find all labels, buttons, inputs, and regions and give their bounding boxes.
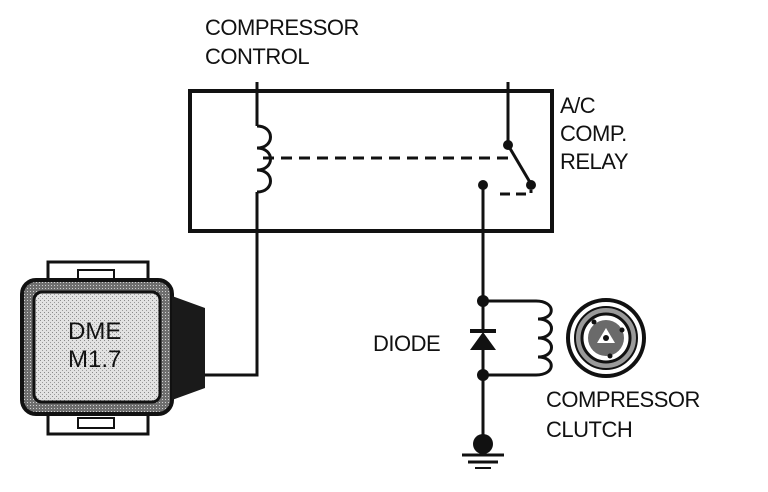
compressor-clutch-label-line-1: COMPRESSOR xyxy=(546,387,700,412)
relay-switch-arm xyxy=(506,144,533,185)
dme-label-line-2: M1.7 xyxy=(68,346,122,373)
compressor-control-label-line-2: CONTROL xyxy=(205,44,310,69)
relay-box xyxy=(188,89,554,233)
compressor-control-label-line-1: COMPRESSOR xyxy=(205,15,359,40)
relay-linkage-return xyxy=(500,190,533,196)
dme-label-line-1: DME xyxy=(68,318,122,345)
relay-label-line-3: RELAY xyxy=(560,149,629,174)
clutch-coil xyxy=(535,299,553,377)
ground-node xyxy=(473,434,493,454)
relay-label-line-1: A/C xyxy=(560,93,596,118)
compressor-clutch-label-line-2: CLUTCH xyxy=(546,417,633,442)
coil-to-dme-wire xyxy=(205,192,259,377)
diode-triangle xyxy=(470,332,496,350)
relay-label-line-2: COMP. xyxy=(560,121,627,146)
dme-module-icon xyxy=(20,260,205,436)
relay-contact-arm xyxy=(526,180,536,190)
diode-label: DIODE xyxy=(373,331,441,356)
compressor-clutch-icon xyxy=(566,298,646,378)
